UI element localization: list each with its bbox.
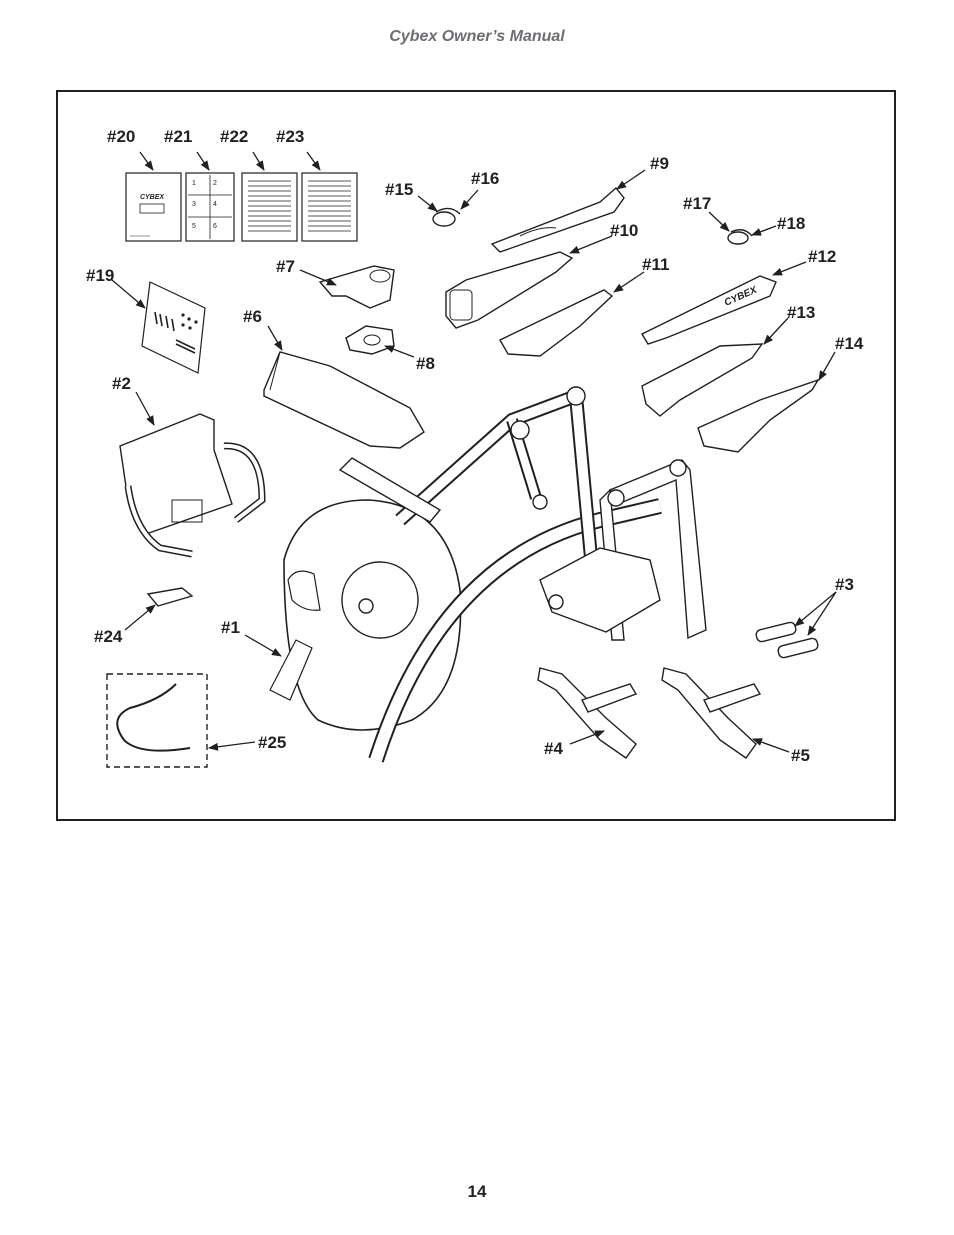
- grid-number: 4: [213, 201, 217, 208]
- callout-label-7: #7: [276, 257, 295, 276]
- callout-label-9: #9: [650, 154, 669, 173]
- callout-label-4: #4: [544, 739, 563, 758]
- diagram-frame: [56, 90, 896, 821]
- callout-label-13: #13: [787, 303, 816, 322]
- grid-number: 3: [192, 201, 196, 208]
- foot-pads-3: [755, 621, 819, 659]
- console-assembly-2: [119, 413, 266, 558]
- page-header: Cybex Owner’s Manual: [389, 28, 565, 45]
- callout-label-21: #21: [164, 127, 193, 146]
- callout-label-3: #3: [835, 575, 854, 594]
- callout-label-1: #1: [221, 618, 240, 637]
- callout-label-14: #14: [835, 334, 864, 353]
- callout-label-23: #23: [276, 127, 305, 146]
- grid-number: 1: [192, 180, 196, 187]
- document-sheet-23: [301, 172, 358, 242]
- assembly-grid-card: 1 2 3 4 5 6: [185, 172, 235, 242]
- page-number: 14: [467, 1182, 487, 1201]
- owners-manual-booklet: CYBEX: [125, 172, 182, 242]
- pivot-housing-10: [445, 251, 574, 329]
- power-cord-25: [106, 673, 208, 768]
- mount-cup-8: [345, 325, 395, 355]
- side-cover-14: [697, 378, 820, 453]
- callout-label-16: #16: [471, 169, 500, 188]
- ring-part-16: [435, 207, 461, 215]
- bracket-7: [318, 265, 395, 309]
- accessory-tray-6: [263, 351, 425, 449]
- callout-label-24: #24: [94, 627, 123, 646]
- callout-label-25: #25: [258, 733, 287, 752]
- callout-label-22: #22: [220, 127, 249, 146]
- upper-shroud-9: [490, 186, 625, 253]
- callout-label-10: #10: [610, 221, 639, 240]
- ring-part-18: [730, 229, 753, 237]
- callout-label-5: #5: [791, 746, 810, 765]
- callout-label-20: #20: [107, 127, 136, 146]
- grid-number: 5: [192, 223, 196, 230]
- ring-part-17: [727, 231, 749, 245]
- callout-label-11: #11: [642, 255, 670, 274]
- pedal-arm-4: [537, 667, 638, 759]
- callout-label-12: #12: [808, 247, 837, 266]
- document-sheet-22: [241, 172, 298, 242]
- callout-label-15: #15: [385, 180, 414, 199]
- grid-number: 6: [213, 223, 217, 230]
- lower-cover-11: [499, 289, 614, 357]
- main-frame-1: [269, 386, 707, 763]
- logo-cover-12: CYBEX: [641, 275, 777, 345]
- callout-label-18: #18: [777, 214, 806, 233]
- grid-number: 2: [213, 180, 217, 187]
- callout-label-2: #2: [112, 374, 131, 393]
- callout-label-8: #8: [416, 354, 435, 373]
- callout-label-17: #17: [683, 194, 712, 213]
- booklet-logo-text: CYBEX: [140, 194, 165, 201]
- callout-label-6: #6: [243, 307, 262, 326]
- pedal-arm-5: [661, 667, 762, 759]
- hardware-kit-card: [141, 281, 206, 374]
- ring-part-15: [432, 211, 456, 227]
- bracket-24: [146, 587, 194, 607]
- side-cover-13: [641, 343, 764, 417]
- callout-label-19: #19: [86, 266, 115, 285]
